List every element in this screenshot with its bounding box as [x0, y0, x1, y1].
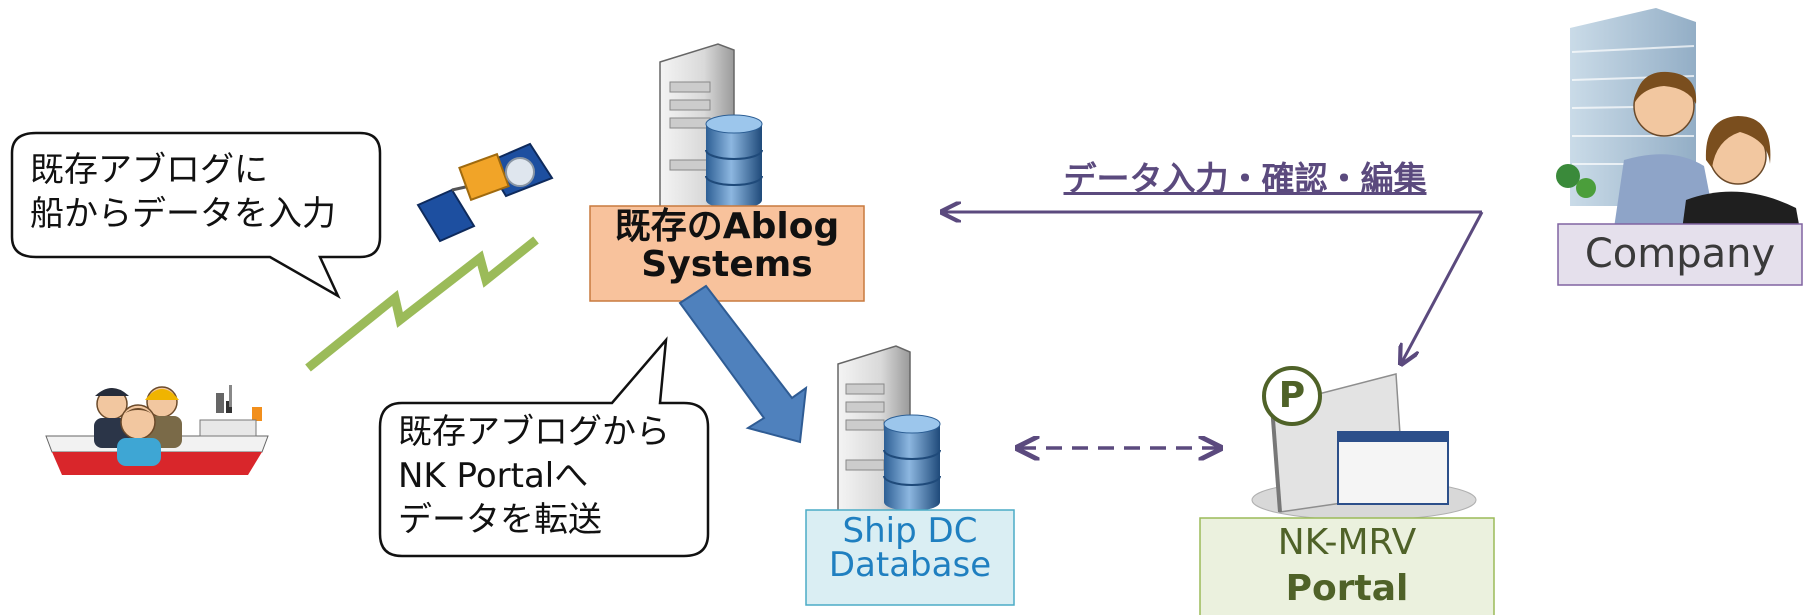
company-building-people-icon [1556, 8, 1800, 230]
callout-ship-input-text: 既存アブログに 船からデータを入力 [30, 148, 336, 236]
ship-dc-server-icon [837, 345, 941, 513]
callout-ship-input-line1: 既存アブログに [30, 150, 268, 190]
callout-transfer [378, 336, 710, 558]
ship-dc-database-node [805, 509, 1015, 606]
portal-badge [1262, 366, 1322, 426]
callout-transfer-line1: 既存アブログから [398, 412, 670, 452]
portal-label-line1: NK-MRV [1277, 522, 1417, 563]
company-label: Company [1584, 231, 1776, 277]
satellite-icon [416, 142, 554, 243]
company-to-portal-arrow [1402, 211, 1484, 362]
callout-ship-input [10, 131, 382, 300]
ship-crew-icon [45, 385, 269, 475]
nk-mrv-portal-node [1199, 517, 1495, 615]
portal-label: NK-MRV Portal [1200, 520, 1494, 612]
ship-dc-label-line2: Database [828, 545, 992, 585]
ship-dc-label: Ship DC Database [806, 514, 1014, 582]
ship-dc-label-line1: Ship DC [842, 511, 978, 551]
ablog-to-shipdc-arrow [678, 284, 808, 444]
portal-badge-letter: P [1278, 375, 1306, 416]
callout-transfer-text: 既存アブログから NK Portalへ データを転送 [398, 410, 670, 542]
ablog-label-line1: 既存のAblog [614, 206, 840, 247]
portal-label-line2: Portal [1285, 568, 1409, 609]
callout-transfer-line3: データを転送 [398, 500, 602, 540]
ablog-server-icon [659, 43, 763, 209]
wireless-link-icon [305, 236, 539, 372]
ablog-systems-label: 既存のAblog Systems [590, 208, 864, 284]
company-to-ablog-edge-label: データ入力・確認・編集 [1063, 159, 1427, 198]
callout-transfer-line2: NK Portalへ [398, 456, 589, 496]
callout-ship-input-line2: 船からデータを入力 [30, 194, 336, 234]
ablog-label-line2: Systems [641, 244, 813, 285]
ablog-systems-node [589, 205, 865, 302]
company-node [1557, 223, 1803, 286]
